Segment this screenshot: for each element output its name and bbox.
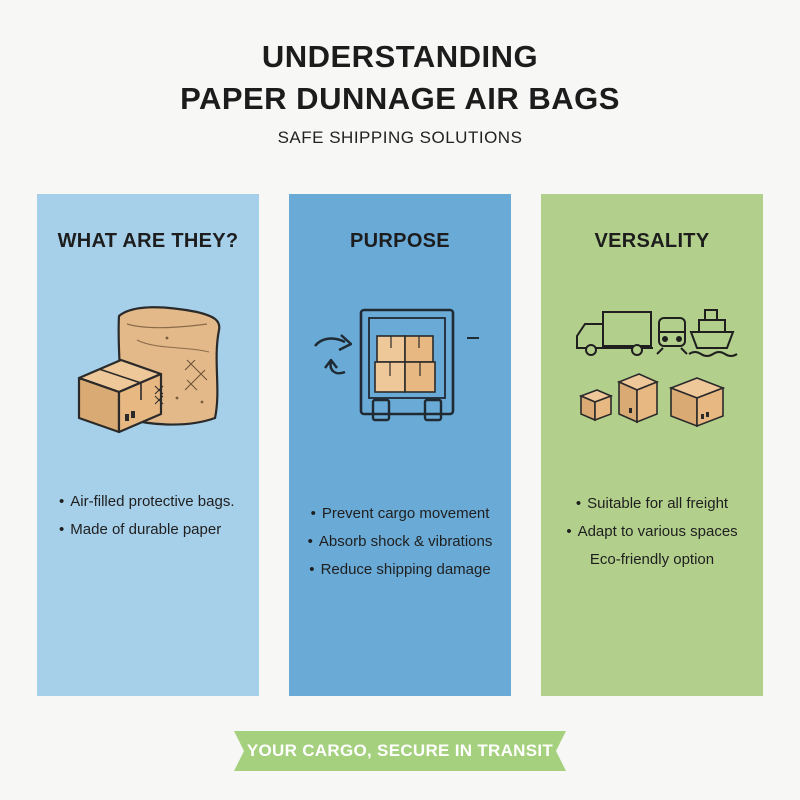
list-item: •Adapt to various spaces [566, 523, 738, 540]
list-item: •Prevent cargo movement [310, 505, 490, 522]
header: UNDERSTANDING PAPER DUNNAGE AIR BAGS SAF… [0, 36, 800, 148]
list-item: •Made of durable paper [59, 521, 222, 538]
box-icon [616, 373, 660, 424]
box-and-paper-bag-icon [77, 306, 221, 434]
panel-heading: PURPOSE [350, 230, 450, 252]
page-title-line-2: PAPER DUNNAGE AIR BAGS [180, 81, 620, 116]
panel-heading: VERSALITY [594, 230, 710, 252]
page-title-line-1: UNDERSTANDING [261, 39, 539, 74]
list-item: •Reduce shipping damage [309, 561, 491, 578]
footer-banner: YOUR CARGO, SECURE IN TRANSIT [234, 731, 566, 771]
box-icon [668, 377, 726, 428]
bullet-list: •Prevent cargo movement •Absorb shock & … [289, 500, 511, 584]
panel-purpose: PURPOSE •Prevent cargo movement •Absorb … [289, 194, 511, 696]
list-item: •Absorb shock & vibrations [307, 533, 493, 550]
ship-icon [688, 309, 738, 357]
truck-icon [576, 311, 653, 356]
list-item: •Suitable for all freight [575, 495, 729, 512]
train-icon [656, 317, 688, 355]
ribbon-shape [234, 731, 566, 771]
box-icon [578, 389, 614, 422]
panel-heading: WHAT ARE THEY? [57, 230, 239, 252]
bullet-list: •Suitable for all freight •Adapt to vari… [541, 490, 763, 574]
banner-text: YOUR CARGO, SECURE IN TRANSIT [246, 741, 554, 760]
bullet-list: •Air-filled protective bags. •Made of du… [37, 488, 259, 544]
panel-versality: VERSALITY [541, 194, 763, 696]
list-item: Eco-friendly option [589, 551, 715, 568]
transport-modes-and-boxes-icon [576, 309, 738, 428]
truck-cargo-icon [314, 308, 479, 422]
page-subtitle: SAFE SHIPPING SOLUTIONS [277, 128, 523, 147]
list-item: •Air-filled protective bags. [59, 493, 235, 510]
panel-what-are-they: WHAT ARE THEY? •Air-filled protective ba… [37, 194, 259, 696]
